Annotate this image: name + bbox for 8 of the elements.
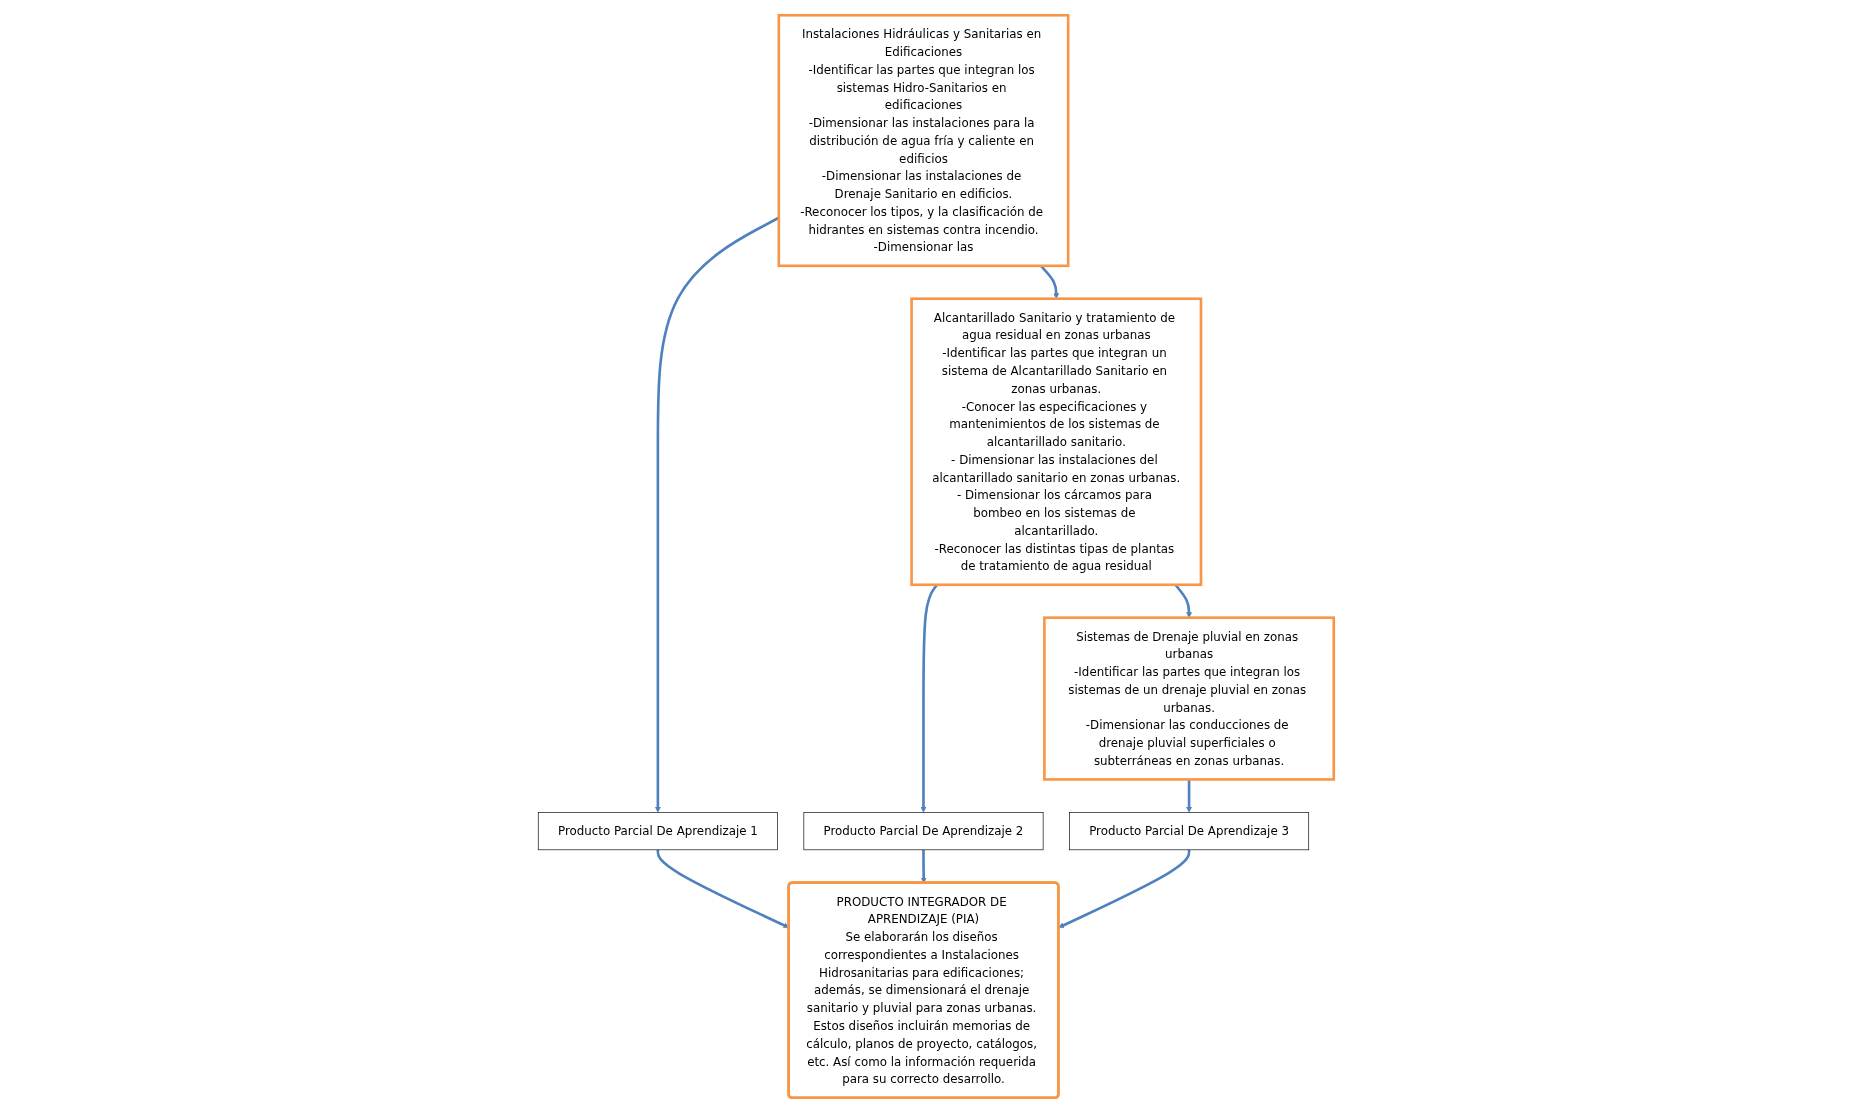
- node-box: Sistemas de Drenaje pluvial en zonas urbanas -Identificar las partes que integran los sistemas de un drenaje pluvial en zonas urbanas. -Dimensionar las conducciones de drenaje pluvial superficiales o subterráneas en zonas urbanas.: [1043, 616, 1336, 781]
- node-box: Instalaciones Hidráulicas y Sanitarias en Edificaciones -Identificar las partes que integran los sistemas Hidro-Sanitarios en edificaciones -Dimensionar las instalaciones para la distribución de agua fría y caliente en edificios -Dimensionar las instalaciones de Drenaje Sanitario en edificios. -Reconocer los tipos, y la clasificación de hidrantes en sistemas contra incendio. -Dimensionar las: [777, 13, 1070, 268]
- node-box: Producto Parcial De Aprendizaje 2: [803, 812, 1044, 851]
- arrow: [1186, 779, 1192, 813]
- arrow: [1058, 849, 1191, 928]
- node-box: Alcantarillado Sanitario y tratamiento de agua residual en zonas urbanas -Identificar las partes que integran un sistema de Alcantarillado Sanitario en zonas urbanas. -Conocer las especificaciones y mantenimientos de los sistemas de alcantarillado sanitario. - Dimensionar las instalaciones del alcantarillado sanitario en zonas urbanas. - Dimensionar los cárcamos para bombeo en los sistemas de alcantarillado. -Reconocer las distintas tipas de plantas de tratamiento de agua residual: [910, 297, 1203, 587]
- node-box: Producto Parcial De Aprendizaje 3: [1069, 812, 1310, 851]
- node-box: Producto Parcial De Aprendizaje 1: [537, 812, 778, 851]
